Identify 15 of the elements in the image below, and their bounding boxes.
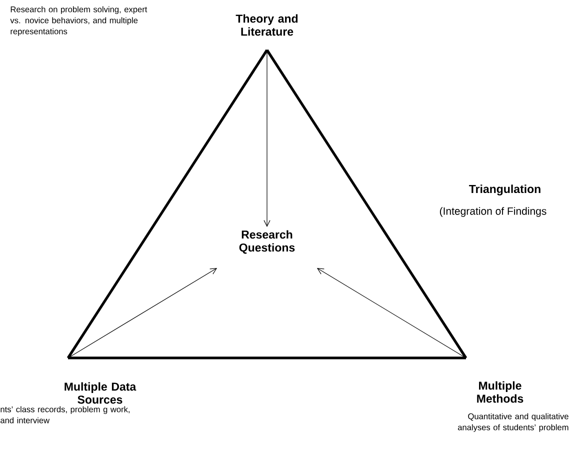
label: (Integration of Findings: [440, 207, 546, 217]
label: Triangulation: [469, 184, 540, 196]
heading: Research Questions: [239, 230, 295, 254]
arrow: [68, 268, 218, 358]
heading: Multiple Data Sources: [64, 382, 136, 404]
description: nts’ class records, problem g work, and interview: [0, 406, 130, 424]
description: Research on problem solving, expert vs. novice behaviors, and multiple representations: [10, 6, 148, 36]
arrow: [316, 268, 466, 358]
heading: Theory and Literature: [236, 14, 298, 36]
triangle-side: [66, 49, 268, 359]
heading: Multiple Methods: [477, 381, 524, 403]
description: Quantitative and qualitative analyses of students’ problem: [458, 413, 568, 432]
triangle-side: [68, 356, 466, 360]
triangle-side: [266, 49, 468, 359]
arrow: [264, 50, 270, 227]
